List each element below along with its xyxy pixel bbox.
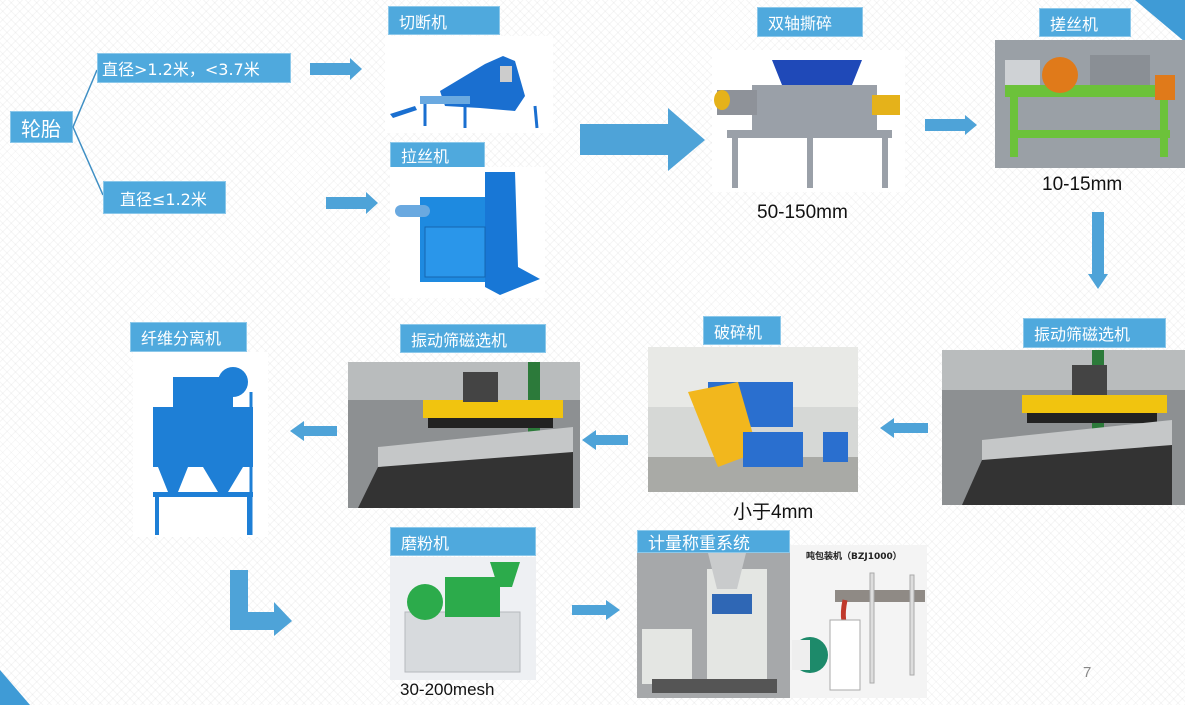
page-number: 7	[1083, 664, 1092, 681]
mill-label: 磨粉机	[390, 527, 536, 556]
rasper-label: 搓丝机	[1039, 8, 1131, 37]
arrow-left-icon	[290, 421, 337, 441]
twin-shaft-shredder-label: 双轴撕碎	[757, 7, 863, 37]
vibrating-magnetic-separator-left-image	[348, 362, 580, 508]
weighing-system-image	[637, 549, 790, 698]
corner-decoration-bottom-left	[0, 670, 30, 705]
crusher-size: 小于4mm	[733, 502, 814, 523]
branch-lines	[72, 69, 104, 196]
arrow-right-icon	[572, 600, 620, 620]
arrow-left-icon	[582, 430, 628, 450]
wire-puller-machine-image	[390, 167, 545, 298]
rasper-machine-image	[995, 40, 1185, 168]
rasper-size: 10-15mm	[1042, 174, 1123, 195]
corner-decoration-top-right	[1135, 0, 1185, 42]
vibrating-magnetic-separator-right-label: 振动筛磁选机	[1023, 318, 1166, 348]
twin-shaft-shredder-image	[712, 50, 905, 192]
mill-machine-image	[390, 557, 536, 680]
elbow-arrow-icon	[230, 570, 292, 636]
twin-shaft-shredder-size: 50-150mm	[757, 202, 848, 223]
arrow-right-icon	[925, 115, 977, 135]
mill-size: 30-200mesh	[400, 680, 495, 699]
crusher-machine-image	[648, 347, 858, 492]
start-tire-label: 轮胎	[10, 111, 73, 143]
cutter-machine-image	[385, 36, 553, 133]
vibrating-magnetic-separator-right-image	[942, 350, 1185, 505]
arrow-right-icon	[310, 58, 362, 80]
arrow-right-icon	[326, 192, 378, 214]
branch-large-diameter: 直径>1.2米，<3.7米	[97, 53, 291, 83]
vibrating-magnetic-separator-left-label: 振动筛磁选机	[400, 324, 546, 353]
ton-bag-packer-image: 吨包装机（BZJ1000）	[790, 545, 927, 698]
branch-small-diameter: 直径≤1.2米	[103, 181, 226, 214]
arrow-left-icon	[880, 418, 928, 438]
fiber-separator-label: 纤维分离机	[130, 322, 247, 352]
crusher-label: 破碎机	[703, 316, 781, 345]
weighing-system-label: 计量称重系统	[637, 530, 790, 554]
fiber-separator-machine-image	[133, 352, 268, 537]
big-arrow-right-icon	[580, 108, 705, 171]
cutter-label: 切断机	[388, 6, 500, 35]
wire-puller-label: 拉丝机	[390, 142, 485, 168]
ton-bag-packer-caption: 吨包装机（BZJ1000）	[806, 552, 902, 562]
arrow-down-icon	[1088, 212, 1108, 289]
